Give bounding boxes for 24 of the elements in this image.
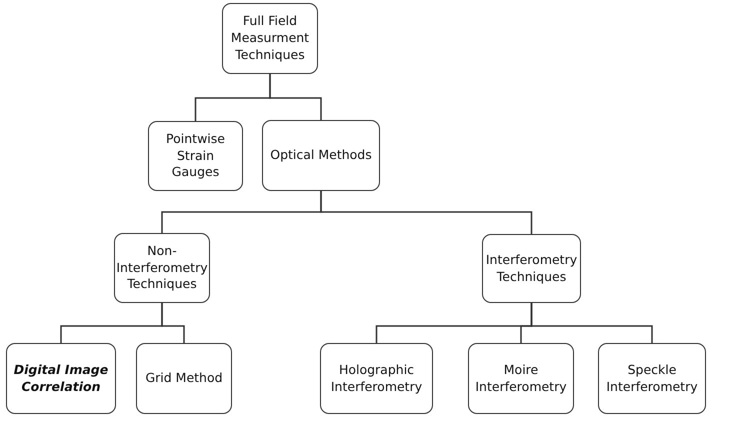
process-box <box>148 121 243 191</box>
node-label: Holographic Interferometry <box>330 362 424 396</box>
process-box <box>222 3 318 74</box>
process-box <box>136 343 232 414</box>
process-box <box>262 120 380 191</box>
node-label: Digital Image Correlation <box>12 362 110 396</box>
node-label: Interferometry Techniques <box>486 252 578 286</box>
node-label: Speckle Interferometry <box>605 362 699 396</box>
node-label: Optical Methods <box>270 147 372 164</box>
node-label: Non-Interferometry Techniques <box>116 242 208 294</box>
process-box <box>320 343 433 414</box>
connector-line <box>269 74 322 120</box>
process-box <box>598 343 706 414</box>
process-box <box>6 343 116 414</box>
node-label: Grid Method <box>145 370 223 387</box>
node-label: Pointwise Strain Gauges <box>165 130 226 182</box>
process-box <box>482 234 581 303</box>
connector-line <box>320 191 532 234</box>
node-label: Full Field Measurment Techniques <box>230 13 310 64</box>
connector-line <box>161 303 185 343</box>
process-box <box>114 233 210 303</box>
process-box <box>468 343 574 414</box>
node-label: Moire Interferometry <box>474 362 568 396</box>
connector-line <box>530 303 653 343</box>
